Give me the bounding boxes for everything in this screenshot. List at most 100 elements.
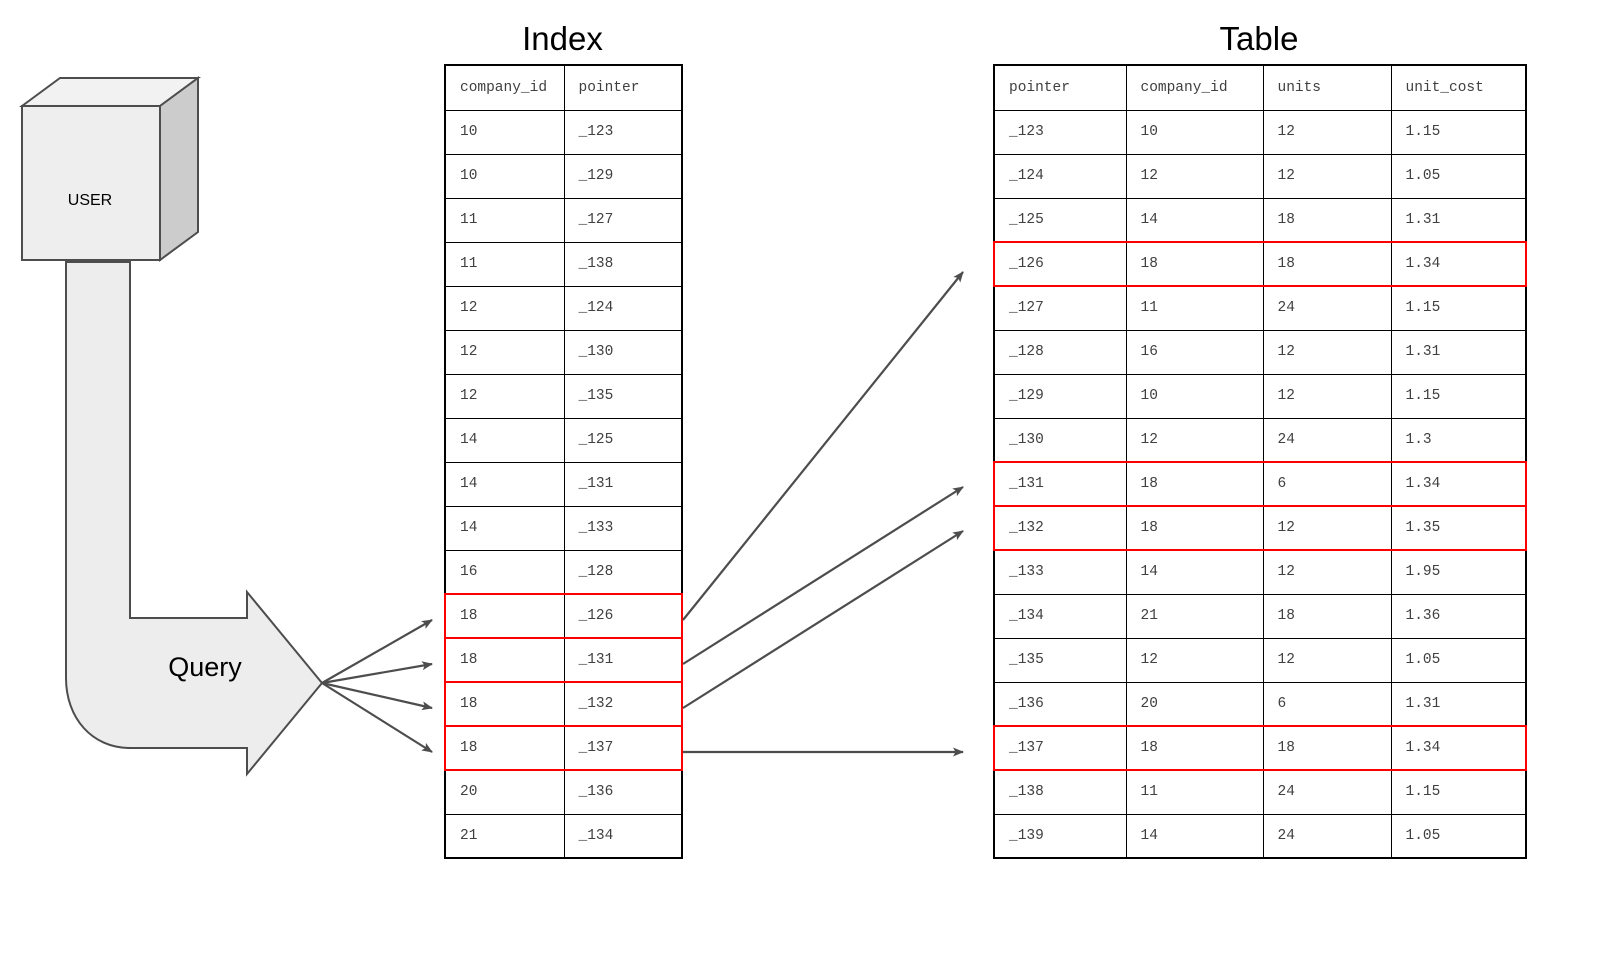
index-cell-company-id: 18 (444, 681, 565, 727)
table-cell-company-id: 11 (1125, 285, 1264, 331)
table-cell-units: 12 (1262, 329, 1392, 375)
bent-arrow-icon (65, 261, 324, 777)
table-cell-company-id: 12 (1125, 637, 1264, 683)
index-cell-company-id: 12 (444, 373, 565, 419)
index-cell-company-id: 11 (444, 241, 565, 287)
table-row: 21_134 (444, 813, 683, 859)
index-cell-company-id: 16 (444, 549, 565, 595)
table-cell-company-id: 10 (1125, 373, 1264, 419)
table-cell-units: 12 (1262, 549, 1392, 595)
table-row: 10_129 (444, 153, 683, 199)
table-row: 18_131 (444, 637, 683, 683)
table-cell-pointer: _138 (993, 769, 1127, 815)
table-cell-units: 18 (1262, 241, 1392, 287)
table-cell-units: 6 (1262, 681, 1392, 727)
table-cell-units: 12 (1262, 373, 1392, 419)
index-cell-company-id: 12 (444, 285, 565, 331)
query-label: Query (168, 652, 242, 682)
index-cell-company-id: 12 (444, 329, 565, 375)
table-row: 18_137 (444, 725, 683, 771)
index-cell-pointer: _138 (563, 241, 683, 287)
pointer-connector-132 (682, 530, 964, 709)
table-col-company-id: company_id (1125, 64, 1264, 111)
index-cell-pointer: _125 (563, 417, 683, 463)
table-cell-unit-cost: 1.31 (1390, 197, 1527, 243)
index-panel-title: Index (522, 20, 603, 57)
index-cell-pointer: _130 (563, 329, 683, 375)
query-connector-2 (321, 661, 433, 685)
table-cell-units: 24 (1262, 813, 1392, 859)
table-cell-unit-cost: 1.31 (1390, 329, 1527, 375)
table-row: 14_131 (444, 461, 683, 507)
table-cell-company-id: 20 (1125, 681, 1264, 727)
table-cell-unit-cost: 1.3 (1390, 417, 1527, 463)
table-cell-units: 18 (1262, 593, 1392, 639)
index-cell-pointer: _128 (563, 549, 683, 595)
index-cell-pointer: _133 (563, 505, 683, 551)
index-cell-company-id: 18 (444, 637, 565, 683)
table-cell-company-id: 18 (1125, 505, 1264, 551)
table-panel-title: Table (1219, 20, 1299, 57)
query-connector-4 (321, 682, 433, 753)
table-cell-pointer: _130 (993, 417, 1127, 463)
table-cell-company-id: 10 (1125, 109, 1264, 155)
table-cell-pointer: _128 (993, 329, 1127, 375)
table-cell-unit-cost: 1.35 (1390, 505, 1527, 551)
table-cell-unit-cost: 1.05 (1390, 813, 1527, 859)
table-cell-units: 6 (1262, 461, 1392, 507)
index-cell-pointer: _137 (563, 725, 683, 771)
index-cell-company-id: 11 (444, 197, 565, 243)
table-cell-unit-cost: 1.34 (1390, 241, 1527, 287)
table-cell-unit-cost: 1.34 (1390, 461, 1527, 507)
index-cell-pointer: _134 (563, 813, 683, 859)
index-col-pointer: pointer (563, 64, 683, 111)
table-col-unit-cost: unit_cost (1390, 64, 1527, 111)
table-cell-pointer: _139 (993, 813, 1127, 859)
table-row: 11_127 (444, 197, 683, 243)
table-cell-company-id: 14 (1125, 549, 1264, 595)
cube-3d-icon (18, 76, 202, 262)
table-cell-unit-cost: 1.36 (1390, 593, 1527, 639)
table-row: 12_135 (444, 373, 683, 419)
table-row: 14_125 (444, 417, 683, 463)
index-cell-company-id: 18 (444, 725, 565, 771)
table-cell-units: 12 (1262, 505, 1392, 551)
table-col-units: units (1262, 64, 1392, 111)
table-col-pointer: pointer (993, 64, 1127, 111)
index-cell-company-id: 14 (444, 461, 565, 507)
index-cell-pointer: _127 (563, 197, 683, 243)
index-cell-pointer: _123 (563, 109, 683, 155)
table-cell-company-id: 12 (1125, 417, 1264, 463)
table-cell-company-id: 14 (1125, 813, 1264, 859)
query-to-index-connectors (321, 619, 433, 753)
index-col-company-id: company_id (444, 64, 565, 111)
table-cell-company-id: 18 (1125, 461, 1264, 507)
index-cell-pointer: _132 (563, 681, 683, 727)
index-cell-pointer: _131 (563, 461, 683, 507)
table-cell-unit-cost: 1.34 (1390, 725, 1527, 771)
table-cell-units: 24 (1262, 417, 1392, 463)
table-cell-company-id: 11 (1125, 769, 1264, 815)
table-cell-pointer: _129 (993, 373, 1127, 419)
table-cell-unit-cost: 1.05 (1390, 153, 1527, 199)
index-cell-company-id: 21 (444, 813, 565, 859)
table-cell-pointer: _137 (993, 725, 1127, 771)
table-cell-pointer: _134 (993, 593, 1127, 639)
table-cell-company-id: 14 (1125, 197, 1264, 243)
table-cell-unit-cost: 1.15 (1390, 109, 1527, 155)
table-cell-company-id: 21 (1125, 593, 1264, 639)
index-cell-company-id: 10 (444, 109, 565, 155)
index-cell-company-id: 20 (444, 769, 565, 815)
index-cell-pointer: _124 (563, 285, 683, 331)
